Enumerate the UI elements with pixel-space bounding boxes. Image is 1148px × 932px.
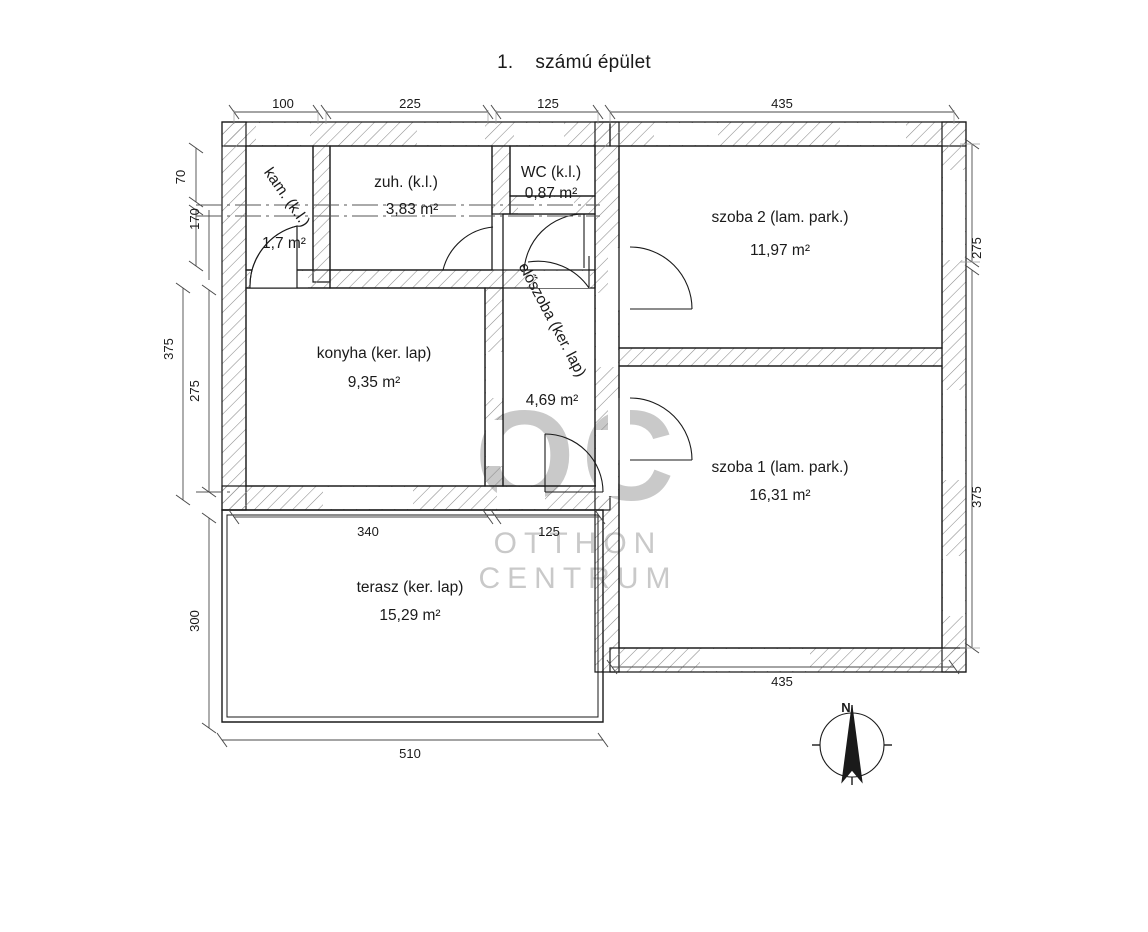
- room-area-konyha: 9,35 m²: [348, 374, 401, 391]
- terrace-outline: [221, 509, 604, 723]
- page-title: 1. számú épület: [0, 52, 1148, 74]
- dim-left-375: 375: [161, 338, 176, 360]
- dim-top-1: 100: [272, 96, 294, 111]
- dim-left-275: 275: [187, 380, 202, 402]
- dim-left-170: 170: [187, 208, 202, 230]
- dim-right-375: 375: [969, 486, 984, 508]
- dim-mid-125: 125: [538, 524, 560, 539]
- room-label-konyha: konyha (ker. lap): [317, 345, 432, 362]
- dimension-lines: [175, 104, 980, 748]
- page-title-text: számú épület: [535, 52, 651, 73]
- room-label-kam: kam. (k.l.): [260, 165, 313, 230]
- dim-right-275: 275: [969, 237, 984, 259]
- room-area-zuh: 3,83 m²: [386, 201, 439, 218]
- compass-center-dot: [850, 743, 854, 747]
- dim-top-2: 225: [399, 96, 421, 111]
- room-label-wc: WC (k.l.): [521, 164, 581, 181]
- room-area-kam: 1,7 m²: [262, 235, 306, 252]
- dim-left-300: 300: [187, 610, 202, 632]
- watermark-line2: CENTRUM: [479, 562, 678, 595]
- compass-rose: N: [812, 700, 892, 785]
- room-area-szoba1: 16,31 m²: [749, 487, 810, 504]
- compass-north-label: N: [841, 700, 850, 715]
- room-label-szoba2: szoba 2 (lam. park.): [712, 209, 849, 226]
- room-area-terasz: 15,29 m²: [379, 607, 440, 624]
- dim-top-3: 125: [537, 96, 559, 111]
- centerlines: [196, 204, 600, 493]
- room-label-zuh: zuh. (k.l.): [374, 174, 438, 191]
- room-area-eloszoba: 4,69 m²: [526, 392, 579, 409]
- room-label-terasz: terasz (ker. lap): [357, 579, 464, 596]
- room-label-szoba1: szoba 1 (lam. park.): [712, 459, 849, 476]
- room-area-wc: 0,87 m²: [525, 185, 578, 202]
- dim-bottom-435: 435: [771, 674, 793, 689]
- room-area-szoba2: 11,97 m²: [750, 242, 810, 259]
- door-swings: [249, 213, 693, 493]
- watermark-line1: OTTHON: [494, 527, 663, 560]
- page-title-number: 1.: [497, 52, 514, 73]
- dim-top-4: 435: [771, 96, 793, 111]
- dim-left-70: 70: [173, 170, 188, 184]
- dim-bottom-510: 510: [399, 746, 421, 761]
- dimension-labels: 100 225 125 435 70 170 375 275 300 275 3…: [161, 96, 984, 761]
- dim-mid-340: 340: [357, 524, 379, 539]
